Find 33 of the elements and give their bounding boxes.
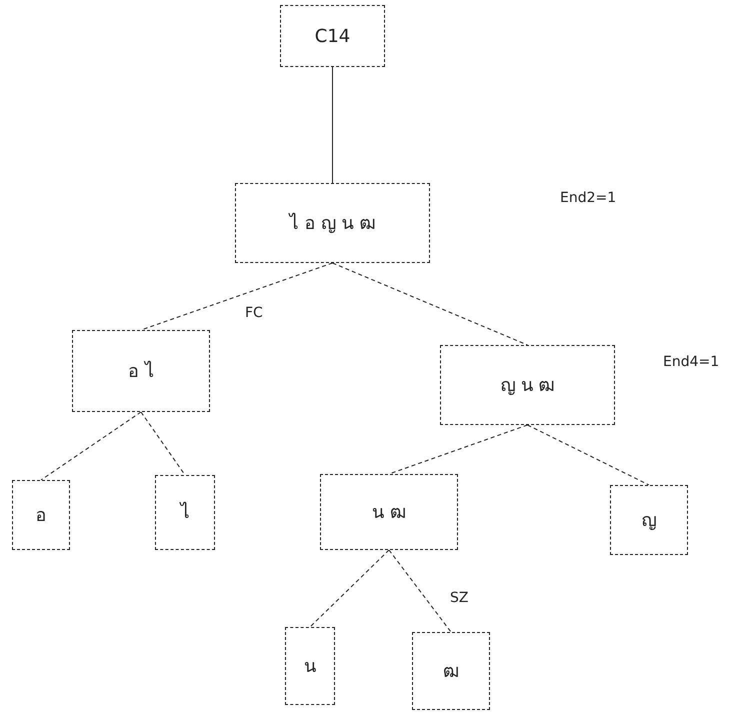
- connector-line: [527, 424, 650, 486]
- node-label: ไ: [180, 500, 190, 525]
- node-label: ไ อ ญ น ฒ: [290, 212, 376, 236]
- connector-line: [140, 412, 186, 476]
- node-label: ญ: [642, 508, 656, 532]
- connector-line: [332, 262, 528, 346]
- tree-node-box: [235, 183, 430, 263]
- node-label: C14: [314, 24, 350, 48]
- connector-line: [140, 262, 333, 330]
- connector-line: [310, 550, 390, 628]
- tree-node-box: [155, 475, 215, 550]
- tree-node-box: [412, 632, 490, 710]
- tree-node-box: [72, 330, 210, 412]
- connector-line: [40, 412, 142, 480]
- connector-line: [388, 550, 452, 632]
- node-label: ญ น ฒ: [500, 374, 555, 398]
- tree-node-box: [12, 480, 70, 550]
- tree-node-box: [440, 345, 615, 425]
- node-label: น ฒ: [372, 500, 406, 524]
- annotation-text: FC: [245, 304, 263, 323]
- node-label: น: [304, 654, 316, 678]
- tree-node-box: [280, 5, 385, 67]
- node-label: ฒ: [443, 660, 459, 684]
- node-label: อ ไ: [128, 360, 154, 384]
- connector-line: [332, 66, 333, 184]
- node-label: อ: [36, 504, 46, 528]
- annotation-text: End4=1: [663, 353, 720, 372]
- connector-line: [388, 424, 528, 474]
- tree-node-box: [285, 627, 335, 705]
- tree-node-box: [320, 474, 458, 550]
- annotation-text: End2=1: [560, 189, 616, 208]
- tree-node-box: [610, 485, 688, 555]
- annotation-text: SZ: [450, 589, 468, 608]
